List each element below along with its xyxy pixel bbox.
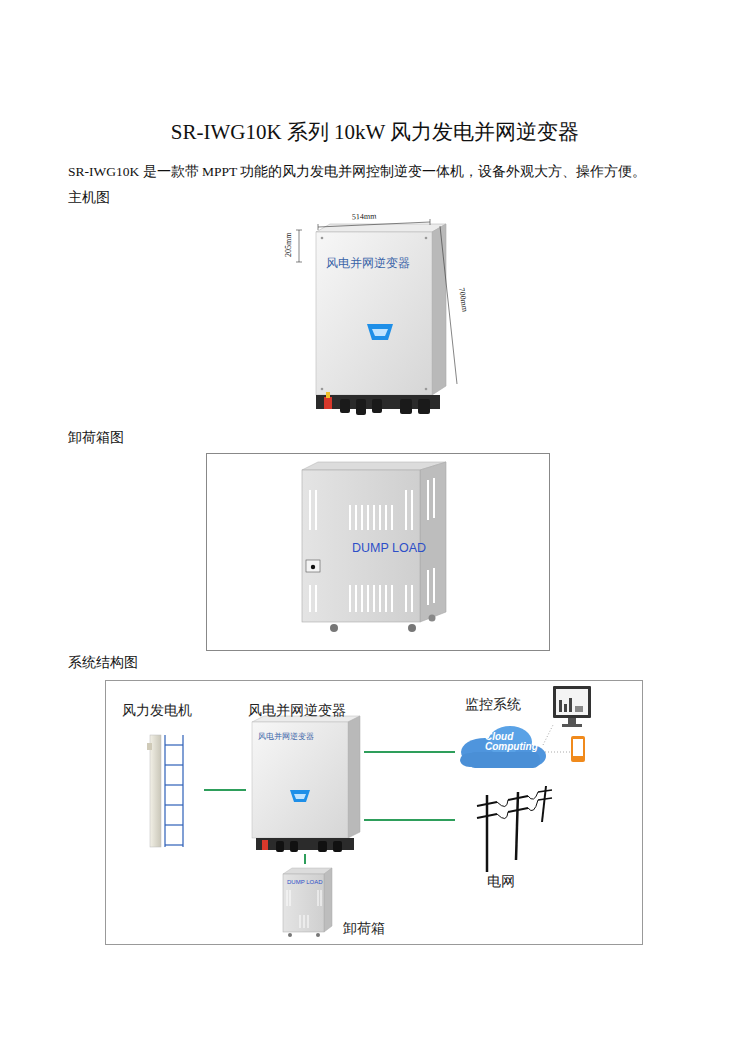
node-heading: 风电并网逆变器 <box>248 702 346 719</box>
device-print: DUMP LOAD <box>352 541 426 556</box>
node-heading: 卸荷箱 <box>343 920 385 937</box>
node-heading: 监控系统 <box>465 696 521 713</box>
connector-line <box>364 751 455 753</box>
node-heading: 电网 <box>487 873 515 890</box>
inverter-small-picture <box>252 716 360 852</box>
device-print: 风电并网逆变器 <box>258 732 314 741</box>
dimension-label: 700mm <box>456 281 471 318</box>
inverter-picture <box>296 219 457 415</box>
dimension-label: 205mm <box>284 227 294 263</box>
dimension-label: 514mm <box>352 211 377 222</box>
connector-line <box>364 819 455 821</box>
icon-text: Cloud Computing <box>485 732 541 752</box>
generator-node: 风力发电机 <box>118 698 204 850</box>
dump-load-small-picture <box>283 868 332 937</box>
node-heading: 风力发电机 <box>122 702 192 719</box>
dump-load-node: 卸荷箱 DUMP LOAD <box>278 864 393 940</box>
device-print: 风电并网逆变器 <box>326 256 410 270</box>
connector-line <box>204 789 246 791</box>
inverter-node: 风电并网逆变器风电并网逆变器 <box>246 698 364 854</box>
dump-load-picture <box>302 462 446 632</box>
connector-line <box>304 854 306 864</box>
device-print: DUMP LOAD <box>287 879 323 886</box>
grid-pole-picture <box>477 786 552 872</box>
monitor-node: 监控系统 Cloud Computing <box>455 690 600 770</box>
monitor-picture <box>460 686 591 768</box>
section-heading: 主机图 <box>68 190 110 206</box>
grid-node: 电网 <box>455 785 565 895</box>
section-heading: 系统结构图 <box>68 655 138 671</box>
section-heading: 卸荷箱图 <box>68 430 124 446</box>
page-title: SR-IWG10K 系列 10kW 风力发电并网逆变器 <box>0 118 750 146</box>
wind-tower-picture <box>147 735 183 847</box>
intro-text: SR-IWG10K 是一款带 MPPT 功能的风力发电并网控制逆变一体机，设备外… <box>68 164 646 180</box>
